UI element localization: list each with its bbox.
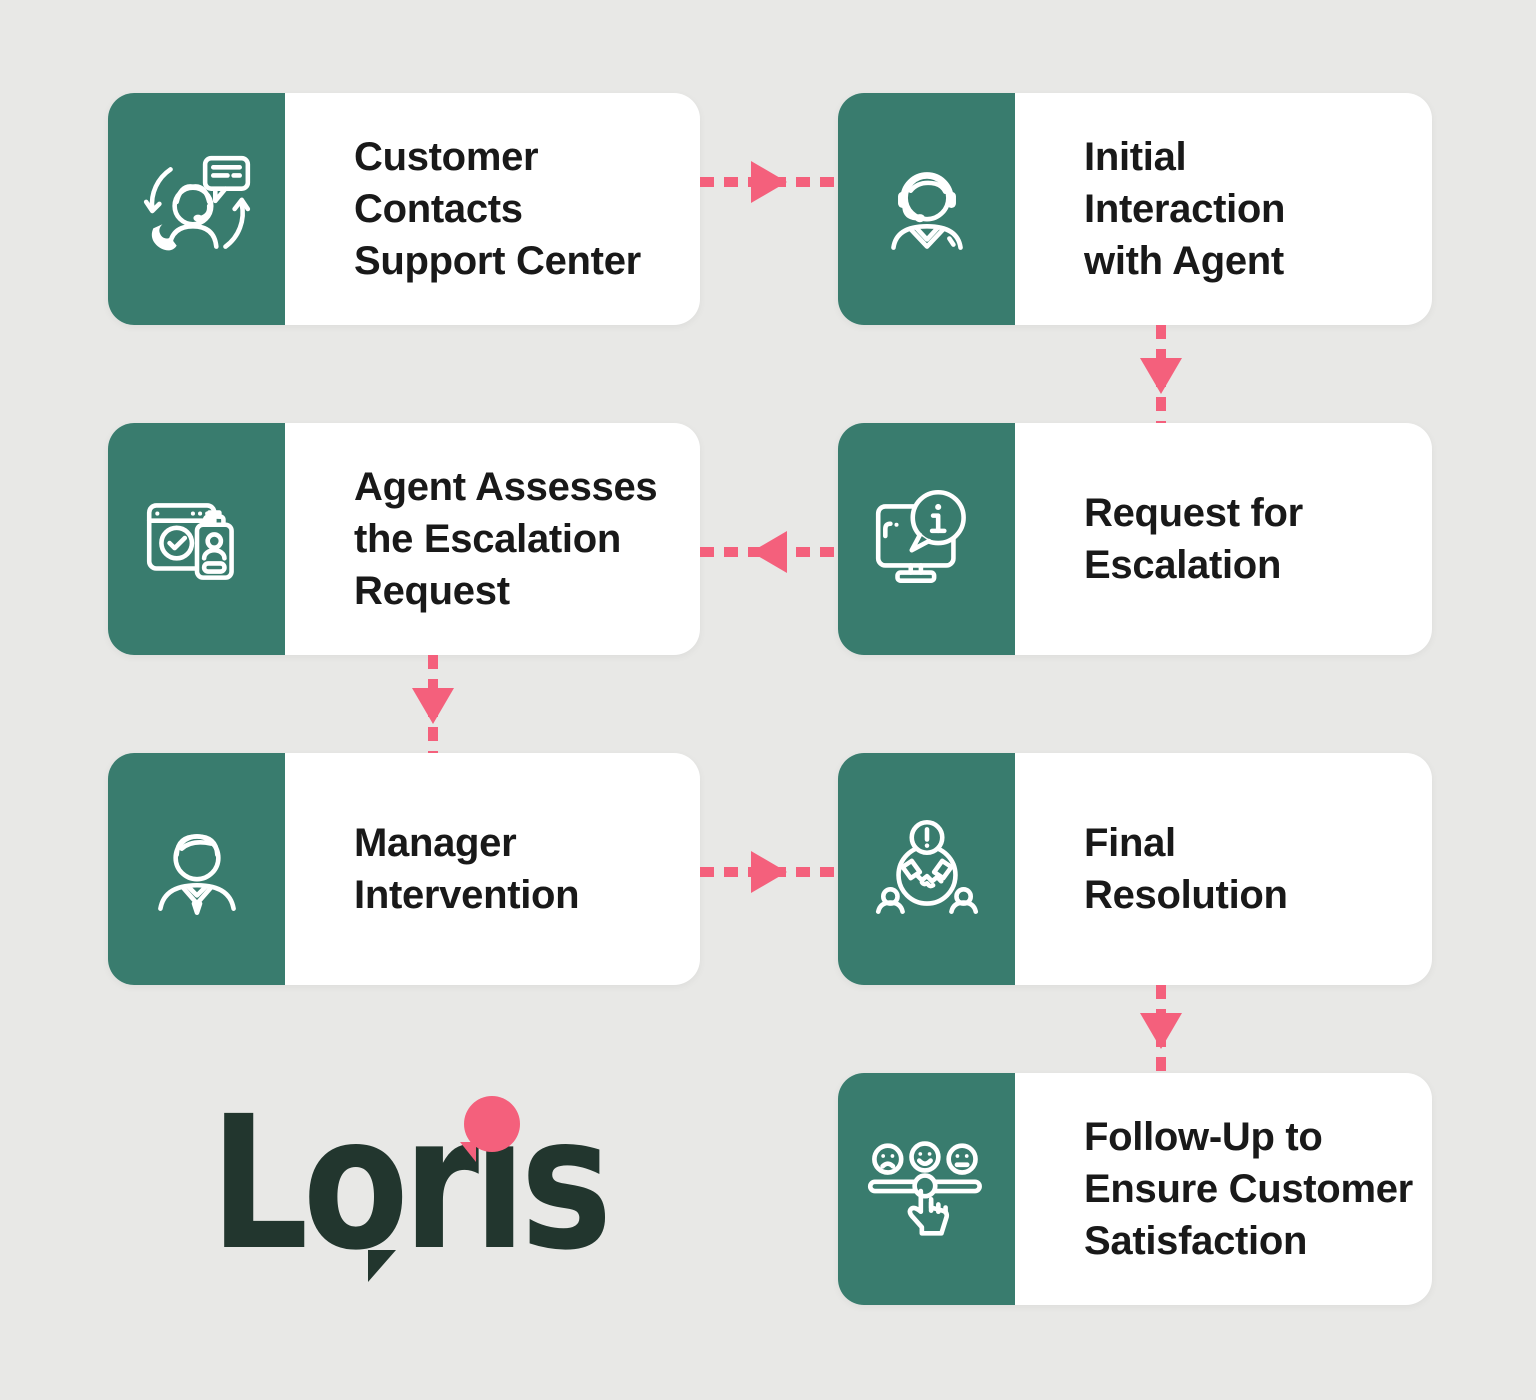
- step-label-line: Resolution: [1084, 873, 1288, 917]
- icon-panel: [108, 423, 285, 655]
- customer-support-icon: [143, 155, 250, 251]
- step-label-line: Initial: [1084, 135, 1187, 179]
- step-text: Request for Escalation: [1015, 423, 1432, 655]
- flow-arrow-left-1: [700, 531, 838, 573]
- step-label-line: Request for: [1084, 491, 1303, 535]
- icon-panel: [108, 753, 285, 985]
- flow-arrow-down-1: [1140, 325, 1182, 423]
- icon-panel: [838, 93, 1015, 325]
- arrowhead-right-icon: [751, 851, 787, 893]
- step-label-line: with Agent: [1084, 239, 1284, 283]
- step-label-line: Intervention: [354, 873, 580, 917]
- step-label-line: Customer: [354, 135, 539, 179]
- arrowhead-down-icon: [1140, 1013, 1182, 1049]
- step-text: Follow-Up to Ensure Customer Satisfactio…: [1015, 1073, 1432, 1305]
- step-card-request-escalation: Request for Escalation: [838, 423, 1432, 655]
- step-label-line: Final: [1084, 821, 1176, 865]
- step-text: Agent Assesses the Escalation Request: [285, 423, 700, 655]
- step-label-line: Contacts: [354, 187, 523, 231]
- step-label-line: the Escalation: [354, 517, 621, 561]
- arrowhead-right-icon: [751, 161, 787, 203]
- step-card-follow-up: Follow-Up to Ensure Customer Satisfactio…: [838, 1073, 1432, 1305]
- arrowhead-down-icon: [1140, 358, 1182, 394]
- icon-panel: [838, 423, 1015, 655]
- handshake-resolution-icon: [875, 819, 978, 914]
- icon-panel: [838, 1073, 1015, 1305]
- logo-o-tail: [368, 1250, 396, 1282]
- logo-speech-bubble-tail: [460, 1142, 476, 1162]
- step-label-line: Support Center: [354, 239, 641, 283]
- step-label-line: Satisfaction: [1084, 1219, 1308, 1263]
- loris-logo: Loris: [210, 1092, 690, 1312]
- loris-logo-wordmark: Loris: [210, 1077, 612, 1291]
- icon-panel: [838, 753, 1015, 985]
- step-card-manager-intervention: Manager Intervention: [108, 753, 700, 985]
- step-text: Final Resolution: [1015, 753, 1432, 985]
- step-text: Manager Intervention: [285, 753, 700, 985]
- step-label-line: Manager: [354, 821, 517, 865]
- step-label-line: Follow-Up to: [1084, 1115, 1323, 1159]
- flow-arrow-down-3: [1140, 985, 1182, 1077]
- step-label-line: Escalation: [1084, 543, 1282, 587]
- step-label-line: Request: [354, 569, 510, 613]
- step-label-line: Ensure Customer: [1084, 1167, 1413, 1211]
- flow-arrow-right-2: [700, 851, 838, 893]
- flow-arrow-down-2: [412, 655, 454, 753]
- step-text: Initial Interaction with Agent: [1015, 93, 1432, 325]
- step-card-initial-interaction: Initial Interaction with Agent: [838, 93, 1432, 325]
- step-label-line: Interaction: [1084, 187, 1286, 231]
- step-label-line: Agent Assesses: [354, 465, 658, 509]
- step-card-customer-contacts: Customer Contacts Support Center: [108, 93, 700, 325]
- manager-icon: [157, 834, 236, 916]
- arrowhead-left-icon: [751, 531, 787, 573]
- satisfaction-rating-icon: [867, 1141, 982, 1236]
- arrowhead-down-icon: [412, 688, 454, 724]
- flow-arrow-right-1: [700, 161, 838, 203]
- step-text: Customer Contacts Support Center: [285, 93, 700, 325]
- step-card-agent-assesses: Agent Assesses the Escalation Request: [108, 423, 700, 655]
- escalation-request-icon: [875, 489, 966, 583]
- agent-headset-icon: [890, 172, 963, 250]
- icon-panel: [108, 93, 285, 325]
- escalation-assessment-icon: [146, 503, 234, 580]
- step-card-final-resolution: Final Resolution: [838, 753, 1432, 985]
